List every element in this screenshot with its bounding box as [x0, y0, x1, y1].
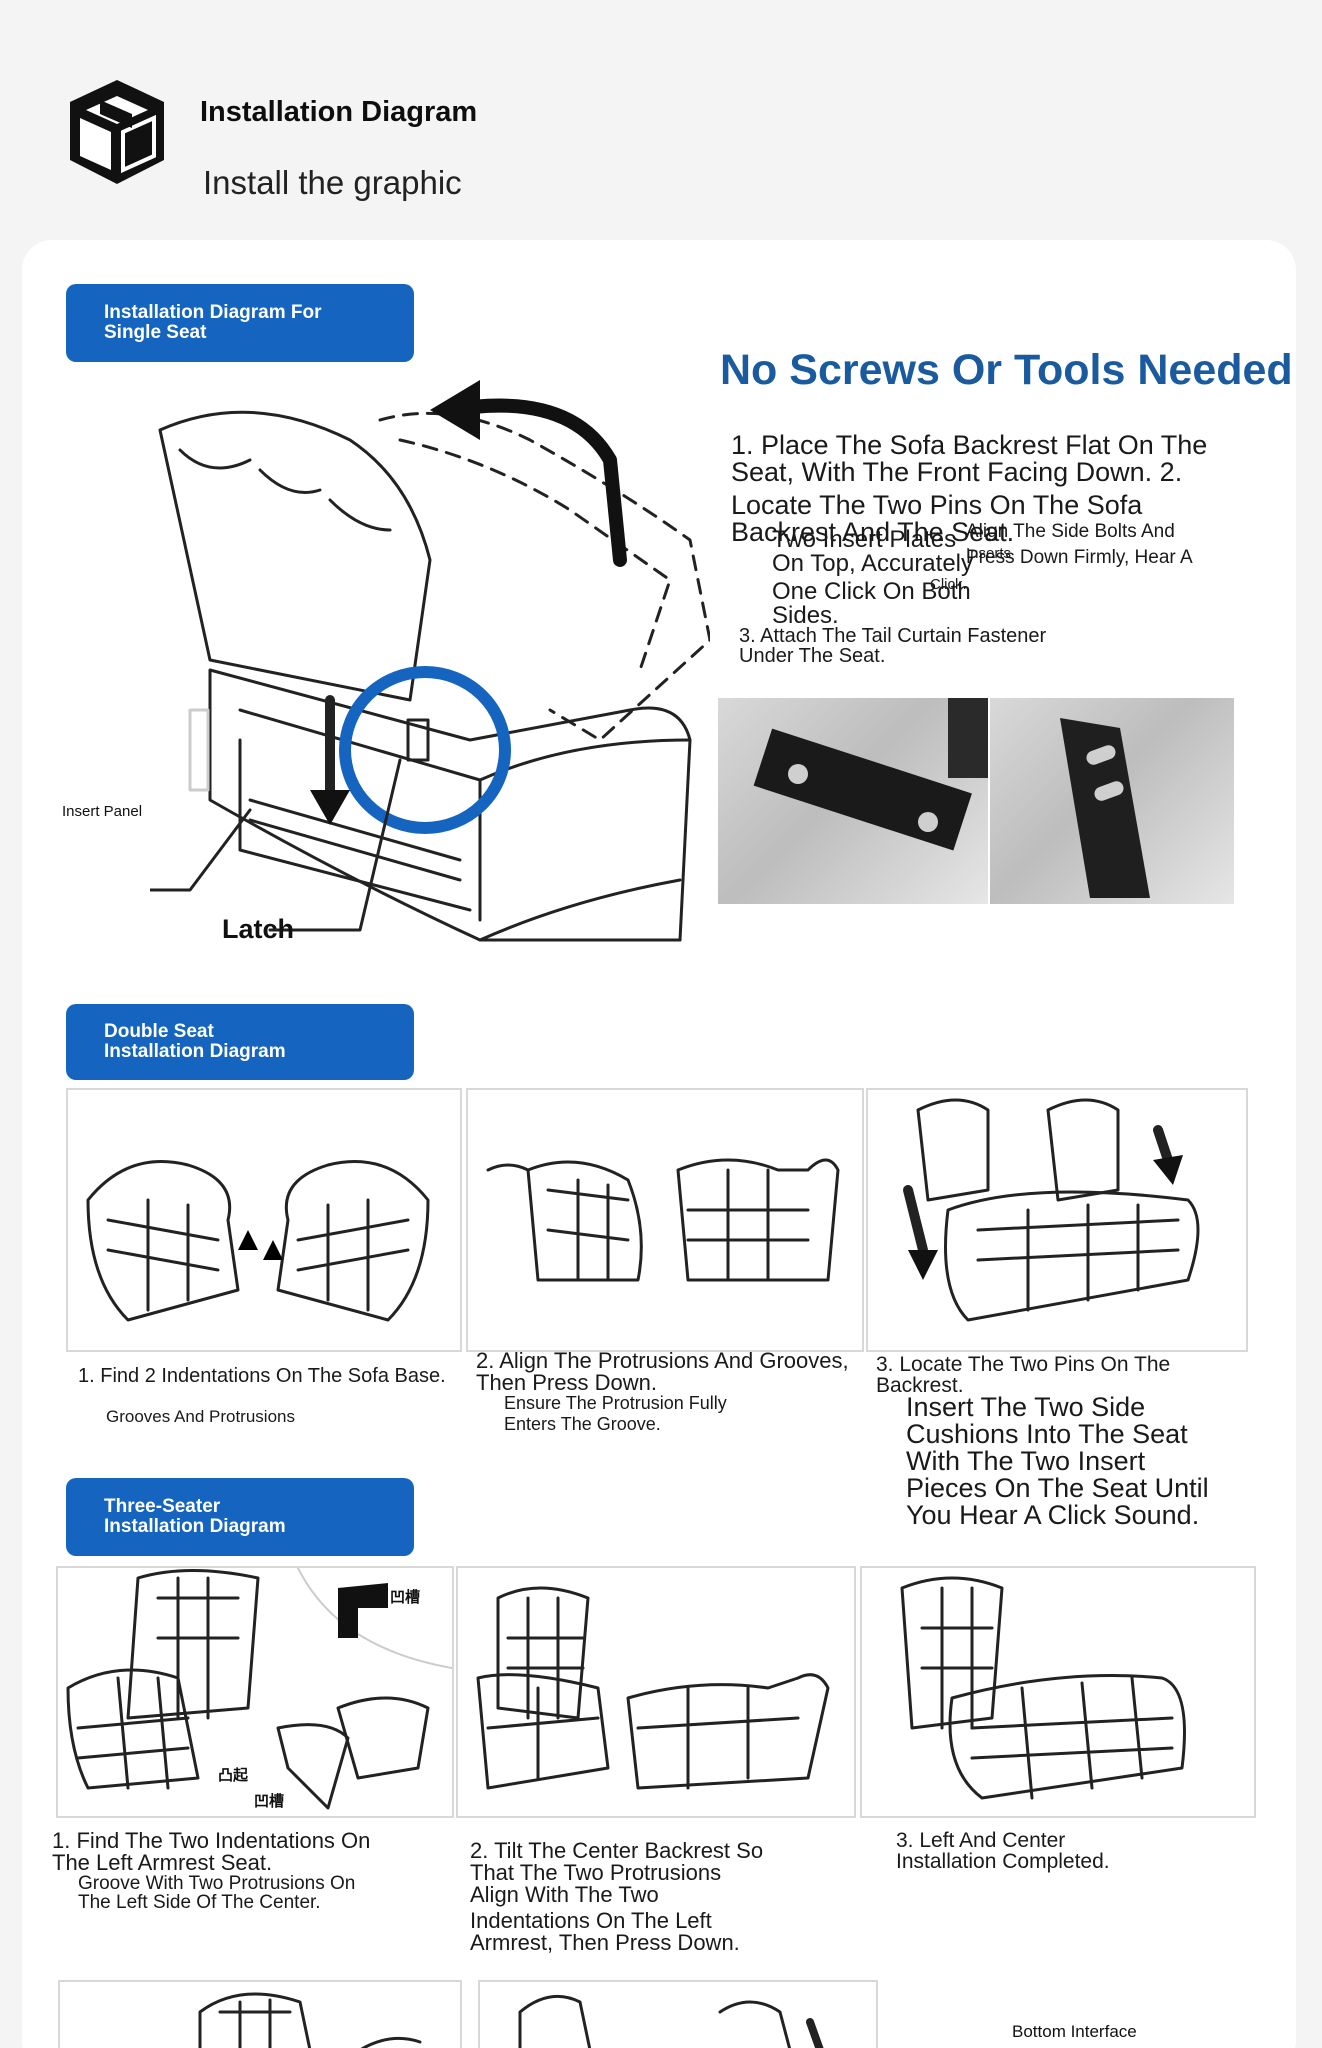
three-panel-1 — [56, 1566, 454, 1818]
bottom-panel-1 — [58, 1980, 462, 2048]
page-title: Installation Diagram — [200, 96, 478, 128]
single-step-3: 3. Attach The Tail Curtain Fastener Unde… — [739, 625, 1047, 667]
three-step-1: 1. Find The Two Indentations On The Left… — [52, 1828, 371, 1875]
three-panel-3 — [860, 1566, 1256, 1818]
single-note-inserts: Inserts — [966, 545, 1012, 562]
photo-bracket-left — [718, 698, 988, 904]
double-step-1-note: Grooves And Protrusions — [106, 1407, 295, 1426]
box-icon — [66, 76, 168, 188]
three-seat-badge: Three-Seater Installation Diagram — [66, 1478, 414, 1556]
three-panel-2 — [456, 1566, 856, 1818]
double-step-3-detail: Insert The Two Side Cushions Into The Se… — [906, 1392, 1209, 1530]
single-step-1: 1. Place The Sofa Backrest Flat On The S… — [731, 430, 1208, 547]
photo-bracket-right — [990, 698, 1234, 904]
single-note-click: Click. — [930, 576, 967, 593]
double-panel-1 — [66, 1088, 462, 1352]
single-seat-illustration — [150, 380, 710, 960]
double-step-2-note: Ensure The Protrusion Fully Enters The G… — [504, 1393, 727, 1434]
label-protrusion: 凸起 — [218, 1767, 249, 1784]
headline-no-tools: No Screws Or Tools Needed — [720, 346, 1293, 394]
single-step-2: Two Insert Plates On Top, Accurately One… — [772, 526, 973, 629]
double-panel-2 — [466, 1088, 864, 1352]
three-step-3: 3. Left And Center Installation Complete… — [896, 1829, 1110, 1873]
label-latch: Latch — [222, 914, 295, 944]
double-step-1: 1. Find 2 Indentations On The Sofa Base. — [78, 1365, 446, 1387]
bottom-panel-2 — [478, 1980, 878, 2048]
single-seat-badge: Installation Diagram For Single Seat — [66, 284, 414, 362]
single-note-align: Align The Side Bolts And Press Down Firm… — [966, 521, 1193, 568]
three-step-1-note: Groove With Two Protrusions On The Left … — [78, 1873, 356, 1913]
three-step-2: 2. Tilt The Center Backrest So That The … — [470, 1838, 764, 1955]
page-subtitle: Install the graphic — [203, 164, 462, 201]
label-groove-bottom: 凹槽 — [254, 1793, 285, 1810]
label-groove-top: 凹槽 — [390, 1589, 421, 1606]
double-step-3: 3. Locate The Two Pins On The Backrest. — [876, 1353, 1171, 1397]
label-insert-panel: Insert Panel — [62, 803, 143, 820]
double-seat-badge: Double Seat Installation Diagram — [66, 1004, 414, 1080]
bottom-interface-label: Bottom Interface — [1012, 2022, 1137, 2041]
double-step-2: 2. Align The Protrusions And Grooves, Th… — [476, 1348, 849, 1395]
double-panel-3 — [866, 1088, 1248, 1352]
